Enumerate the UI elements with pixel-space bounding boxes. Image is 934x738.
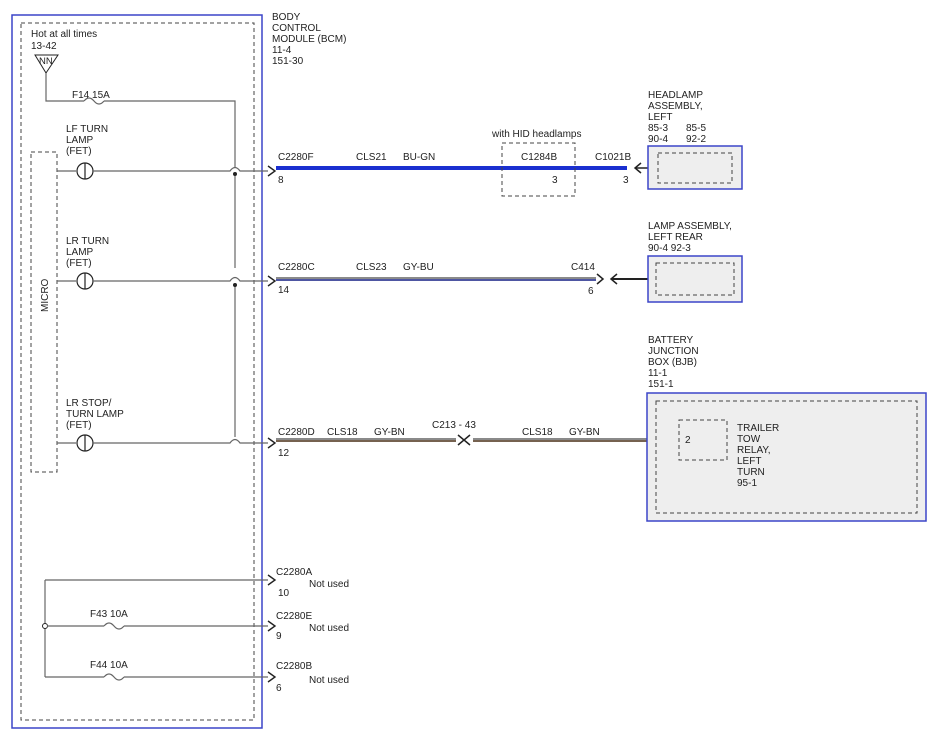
micro-label: MICRO — [40, 278, 51, 312]
rear-lamp-box — [647, 255, 743, 303]
bjb-ref: 151-1 — [648, 379, 674, 390]
power-source-label: NN — [39, 56, 53, 67]
bcm-title-line: MODULE (BCM) — [272, 34, 346, 45]
not-used-label: Not used — [309, 675, 349, 686]
relay-ref: 95-1 — [737, 478, 757, 489]
circuit-label: CLS18 — [327, 427, 358, 438]
bcm-module — [11, 14, 263, 729]
lr-turn-label: (FET) — [66, 258, 92, 269]
lr-stop-label: TURN LAMP — [66, 409, 124, 420]
wire-color-label: GY-BN — [374, 427, 405, 438]
relay-label: TOW — [737, 434, 761, 445]
lf-turn-label: (FET) — [66, 146, 92, 157]
fuse-f14-icon — [83, 97, 105, 105]
pin-label: 12 — [278, 448, 290, 459]
connector-icon — [267, 620, 277, 632]
headlamp-ref: 85-3 — [648, 123, 668, 134]
circuit-label: CLS18 — [522, 427, 553, 438]
connector-icon — [267, 275, 277, 287]
hot-ref: 13-42 — [31, 41, 57, 52]
connector-icon — [633, 162, 642, 174]
lr-turn-label: LR TURN — [66, 236, 109, 247]
connector-label: C2280F — [278, 152, 314, 163]
connector-icon — [267, 574, 277, 586]
pin-label: 14 — [278, 285, 290, 296]
bjb-title: BOX (BJB) — [648, 357, 697, 368]
connector-label: C2280E — [276, 611, 312, 622]
bjb-title: JUNCTION — [648, 346, 699, 357]
connector-label: C2280C — [278, 262, 315, 273]
connector-icon — [596, 273, 605, 285]
pin-label: 10 — [278, 588, 290, 599]
lr-stop-label: (FET) — [66, 420, 92, 431]
connector-icon — [267, 437, 277, 449]
connector-label: C414 — [571, 262, 595, 273]
bcm-ref: 11-4 — [272, 45, 292, 56]
headlamp-ref: 90-4 — [648, 134, 668, 145]
pin-label: 3 — [552, 175, 558, 186]
connector-label: C2280A — [276, 567, 312, 578]
bcm-title-line: CONTROL — [272, 23, 321, 34]
bcm-title-line: BODY — [272, 12, 301, 23]
pin-label: 6 — [276, 683, 282, 694]
relay-pin: 2 — [685, 435, 691, 446]
fuse-f43-label: F43 10A — [90, 609, 128, 620]
lf-turn-label: LF TURN — [66, 124, 108, 135]
wire-color-label: BU-GN — [403, 152, 435, 163]
headlamp-title: HEADLAMP — [648, 90, 703, 101]
headlamp-title: ASSEMBLY, — [648, 101, 703, 112]
connector-label: C1021B — [595, 152, 631, 163]
relay-label: RELAY, — [737, 445, 771, 456]
connector-label: C2280B — [276, 661, 312, 672]
rear-lamp-title: LEFT REAR — [648, 232, 703, 243]
wire-color-label: GY-BU — [403, 262, 434, 273]
fuse-f14-label: F14 15A — [72, 90, 110, 101]
power-source-icon — [34, 54, 59, 74]
relay-label: LEFT — [737, 456, 761, 467]
bjb-box — [646, 392, 927, 522]
bjb-ref: 11-1 — [648, 368, 668, 379]
relay-label: TURN — [737, 467, 765, 478]
lr-turn-label: LAMP — [66, 247, 94, 258]
rear-lamp-ref: 90-4 92-3 — [648, 243, 691, 254]
connector-label: C2280D — [278, 427, 315, 438]
circuit-label: CLS21 — [356, 152, 387, 163]
bjb-title: BATTERY — [648, 335, 694, 346]
hid-connector-box — [501, 142, 576, 197]
pin-label: 6 — [588, 286, 594, 297]
bcm-title: BODY CONTROL MODULE (BCM) 11-4 151-30 — [272, 12, 346, 67]
headlamp-ref: 85-5 — [686, 123, 706, 134]
relay-box — [678, 419, 728, 461]
bcm-ref: 151-30 — [272, 56, 304, 67]
hid-note: with HID headlamps — [491, 129, 581, 140]
relay-label: TRAILER — [737, 423, 779, 434]
rear-lamp-title: LAMP ASSEMBLY, — [648, 221, 732, 232]
micro-box — [30, 151, 58, 473]
not-used-label: Not used — [309, 579, 349, 590]
fuse-f44-label: F44 10A — [90, 660, 128, 671]
connector-label: C1284B — [521, 152, 557, 163]
headlamp-title: LEFT — [648, 112, 672, 123]
connector-icon — [267, 165, 277, 177]
headlamp-ref: 92-2 — [686, 134, 706, 145]
hot-label: Hot at all times — [31, 29, 97, 40]
fuse-f43-icon — [103, 622, 125, 630]
lr-stop-label: LR STOP/ — [66, 398, 112, 409]
pin-label: 3 — [623, 175, 629, 186]
pin-label: 9 — [276, 631, 282, 642]
connector-icon — [267, 671, 277, 683]
fuse-f44-icon — [103, 673, 125, 681]
circuit-label: CLS23 — [356, 262, 387, 273]
wire-color-label: GY-BN — [569, 427, 600, 438]
not-used-label: Not used — [309, 623, 349, 634]
lf-turn-label: LAMP — [66, 135, 94, 146]
inline-connector-label: C213 - 43 — [432, 420, 476, 431]
pin-label: 8 — [278, 175, 284, 186]
